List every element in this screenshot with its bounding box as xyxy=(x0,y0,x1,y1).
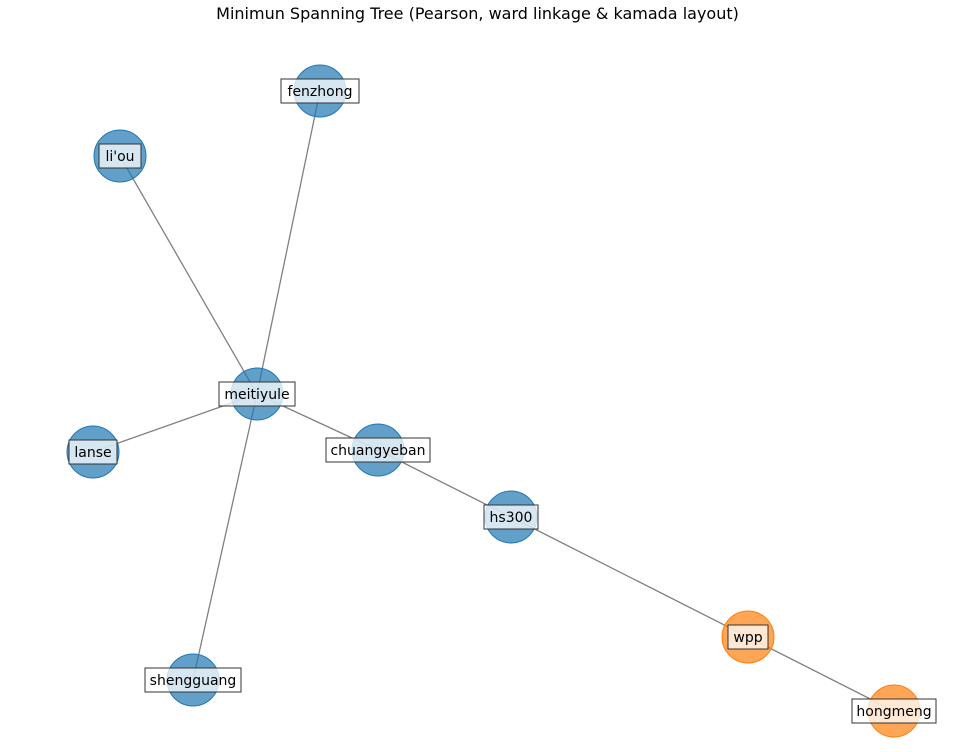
edge-meitiyule-fenzhong xyxy=(256,90,321,395)
edge-layer xyxy=(92,90,895,712)
figure-title: Minimun Spanning Tree (Pearson, ward lin… xyxy=(216,4,739,23)
node-label-box xyxy=(483,504,539,530)
node-label-liou: li'ou xyxy=(98,143,142,169)
node-label-text: shengguang xyxy=(150,673,237,689)
node-label-wpp: wpp xyxy=(727,624,769,650)
edge-meitiyule-shengguang xyxy=(192,393,258,681)
label-layer: fenzhong li'ou meitiyule lanse chuangyeban hs… xyxy=(68,78,937,724)
node-label-box xyxy=(280,78,360,104)
node-label-text: lanse xyxy=(74,445,111,461)
node-label-text: meitiyule xyxy=(224,387,289,403)
node-label-meitiyule: meitiyule xyxy=(218,381,296,407)
node-label-hs300: hs300 xyxy=(483,504,539,530)
node-label-text: li'ou xyxy=(105,149,134,165)
node-label-lanse: lanse xyxy=(68,439,118,465)
node-label-box xyxy=(98,143,142,169)
node-label-text: wpp xyxy=(733,630,762,646)
edge-hs300-wpp xyxy=(510,516,749,638)
edge-meitiyule-liou xyxy=(119,155,258,395)
node-label-box xyxy=(727,624,769,650)
node-layer xyxy=(66,64,921,738)
node-label-shengguang: shengguang xyxy=(144,667,242,693)
node-label-box xyxy=(144,667,242,693)
node-label-fenzhong: fenzhong xyxy=(280,78,360,104)
node-label-box xyxy=(851,698,937,724)
node-label-box xyxy=(218,381,296,407)
node-label-box xyxy=(325,437,431,463)
node-label-chuangyeban: chuangyeban xyxy=(325,437,431,463)
node-label-text: fenzhong xyxy=(288,84,353,100)
node-label-hongmeng: hongmeng xyxy=(851,698,937,724)
node-label-text: chuangyeban xyxy=(330,443,425,459)
node-label-box xyxy=(68,439,118,465)
node-label-text: hongmeng xyxy=(856,704,931,720)
node-label-text: hs300 xyxy=(490,510,533,526)
